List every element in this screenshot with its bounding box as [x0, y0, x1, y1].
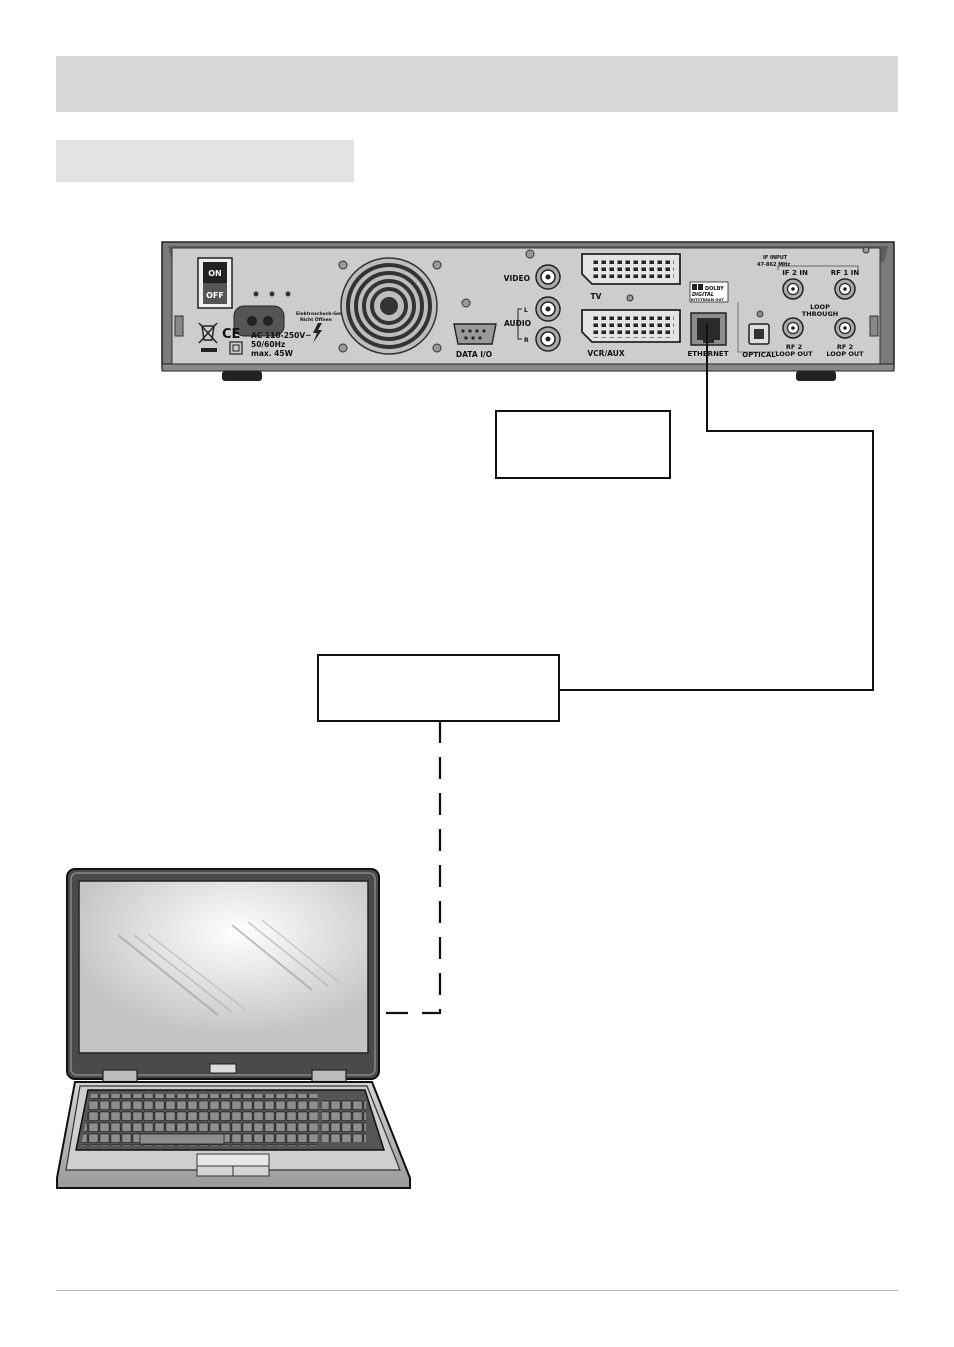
cooling-fan — [340, 257, 438, 355]
router-box — [317, 654, 560, 722]
svg-text:BITSTREAM OUT: BITSTREAM OUT — [691, 298, 724, 302]
wireless-link-line — [378, 721, 442, 1015]
loop-through-label-1: LOOP — [810, 303, 830, 311]
rf2-loop-out-a-label-1: RF 2 — [786, 343, 802, 351]
if2-in-connector[interactable] — [782, 278, 804, 300]
optical-port[interactable] — [748, 323, 770, 345]
tv-label: TV — [591, 292, 602, 301]
switch-on-label: ON — [208, 269, 222, 278]
rf2-loop-out-a-connector[interactable] — [782, 317, 804, 339]
power-rating-line2: 50/60Hz — [251, 340, 285, 349]
audio-left-rca-jack[interactable] — [535, 296, 561, 322]
rf2-loop-out-b-label-1: RF 2 — [837, 343, 853, 351]
weee-icon — [198, 322, 218, 352]
ethernet-cable — [559, 324, 874, 691]
audio-label: AUDIO — [504, 319, 531, 328]
audio-l-label: L — [524, 307, 528, 314]
scart-vcr-socket[interactable] — [581, 309, 681, 343]
data-io-port[interactable] — [453, 323, 497, 345]
foot-right — [796, 371, 836, 381]
svg-text:DOLBY: DOLBY — [705, 286, 724, 292]
audio-right-rca-jack[interactable] — [535, 326, 561, 352]
scart-tv-socket[interactable] — [581, 253, 681, 285]
ce-mark-icon: CE — [222, 327, 240, 342]
power-switch[interactable]: ON OFF — [197, 257, 233, 309]
if2-in-label: IF 2 IN — [782, 269, 808, 277]
rf2-loop-out-b-label-2: LOOP OUT — [826, 350, 864, 358]
rf2-loop-out-b-connector[interactable] — [834, 317, 856, 339]
rf1-in-label: RF 1 IN — [831, 269, 860, 277]
laptop — [56, 868, 411, 1189]
switch-off-label: OFF — [206, 291, 224, 300]
receiver-rear-panel: ON OFF CE AC 110-250V~ 50/60Hz max. 45W … — [161, 241, 895, 381]
laptop-touchpad — [196, 1153, 270, 1177]
video-label: VIDEO — [504, 274, 530, 283]
loop-through-label-2: THROUGH — [802, 310, 838, 318]
rf2-loop-out-a-label-2: LOOP OUT — [775, 350, 813, 358]
foot-left — [222, 371, 262, 381]
footer-rule — [56, 1290, 898, 1291]
optical-label: OPTICAL — [742, 351, 776, 359]
mains-socket — [233, 291, 291, 337]
header-bar — [56, 56, 898, 112]
subheader-bar — [56, 140, 354, 182]
double-insulation-icon — [229, 341, 243, 355]
video-rca-jack[interactable] — [535, 264, 561, 290]
data-io-label: DATA I/O — [456, 350, 492, 359]
high-voltage-icon — [313, 323, 322, 343]
label-box-upper — [495, 410, 671, 479]
vcr-aux-label: VCR/AUX — [587, 349, 624, 358]
dolby-digital-logo: DOLBY DIGITAL BITSTREAM OUT — [689, 281, 729, 303]
ethernet-port[interactable] — [690, 312, 727, 346]
svg-text:DIGITAL: DIGITAL — [692, 292, 714, 298]
if-frequency-label: 47-862 MHz — [757, 262, 790, 268]
audio-r-label: R — [524, 337, 529, 344]
ethernet-label: ETHERNET — [687, 350, 728, 358]
warning-line1: Elektroschock-Gefahr! — [296, 311, 353, 317]
if-input-label: IF INPUT — [763, 255, 788, 261]
warning-line2: Nicht Öffnen — [300, 316, 332, 323]
power-rating-line1: AC 110-250V~ — [251, 331, 311, 340]
power-rating-line3: max. 45W — [251, 349, 294, 358]
laptop-screen — [78, 880, 369, 1054]
rf1-in-connector[interactable] — [834, 278, 856, 300]
laptop-keyboard — [75, 1089, 386, 1151]
